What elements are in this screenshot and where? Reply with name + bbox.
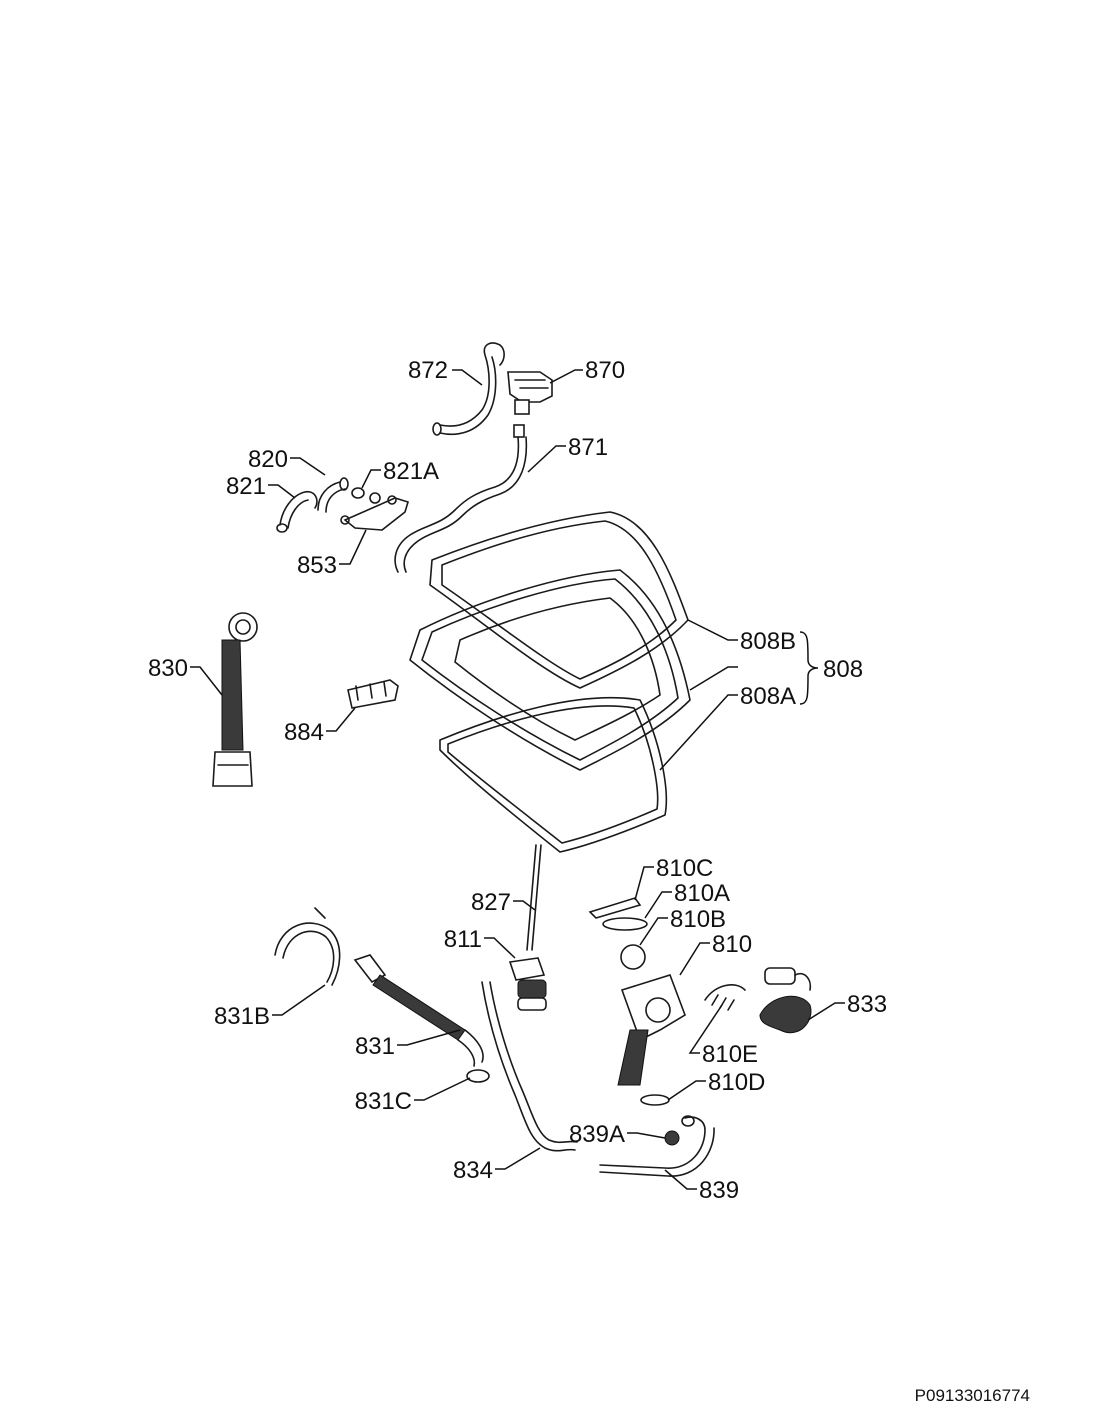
label-839: 839 [699,1177,739,1204]
label-831: 831 [355,1033,395,1060]
part-821a-clamp[interactable] [351,487,365,499]
part-811-switch[interactable] [508,957,547,1011]
part-labels: 872 870 871 820 821 821A 853 830 884 808… [148,357,887,1204]
part-833-hose[interactable] [759,967,812,1033]
part-831b-hose-guide[interactable] [274,907,341,986]
label-834: 834 [453,1157,493,1184]
part-810a-ring[interactable] [602,917,648,931]
part-872-hose[interactable] [432,342,505,436]
leader-lines [190,369,845,1190]
label-870: 870 [585,357,625,384]
label-808: 808 [823,656,863,683]
label-831c: 831C [355,1088,412,1115]
label-871: 871 [568,434,608,461]
label-810a: 810A [674,880,730,907]
part-831-drain-hose[interactable] [353,954,484,1067]
part-884-clip[interactable] [347,679,399,709]
label-884: 884 [284,719,324,746]
label-831b: 831B [214,1003,270,1030]
label-810b: 810B [670,906,726,933]
label-821a: 821A [383,458,439,485]
part-834-hose[interactable] [481,981,578,1152]
label-830: 830 [148,655,188,682]
part-808a-gasket[interactable] [439,696,668,853]
label-810e: 810E [702,1041,758,1068]
part-810-sump[interactable] [617,974,686,1086]
label-810c: 810C [656,855,713,882]
part-870-valve[interactable] [507,371,553,438]
part-839-hose[interactable] [599,1115,715,1177]
part-871-hose[interactable] [394,436,528,573]
label-808b: 808B [740,628,796,655]
part-810e-spring[interactable] [704,984,746,1011]
label-811: 811 [444,926,482,953]
part-827-rod[interactable] [526,844,542,951]
label-853: 853 [297,552,337,579]
part-839a-ball[interactable] [664,1130,680,1146]
label-810: 810 [712,931,752,958]
label-839a: 839A [569,1121,625,1148]
label-820: 820 [248,446,288,473]
label-821: 821 [226,473,266,500]
part-810d-clamp[interactable] [640,1094,670,1106]
label-810d: 810D [708,1069,765,1096]
label-872: 872 [408,357,448,384]
part-821-hose[interactable] [276,490,318,533]
part-830-drain-hose[interactable] [212,612,258,787]
part-853-bracket[interactable] [340,492,409,531]
label-827: 827 [471,889,511,916]
part-810c-seal[interactable] [588,897,642,919]
label-808a: 808A [740,683,796,710]
part-831c-clip[interactable] [466,1069,490,1083]
document-id: P09133016774 [915,1386,1030,1405]
part-820-hose[interactable] [317,477,349,513]
label-833: 833 [847,991,887,1018]
part-810b-ball[interactable] [620,944,646,970]
